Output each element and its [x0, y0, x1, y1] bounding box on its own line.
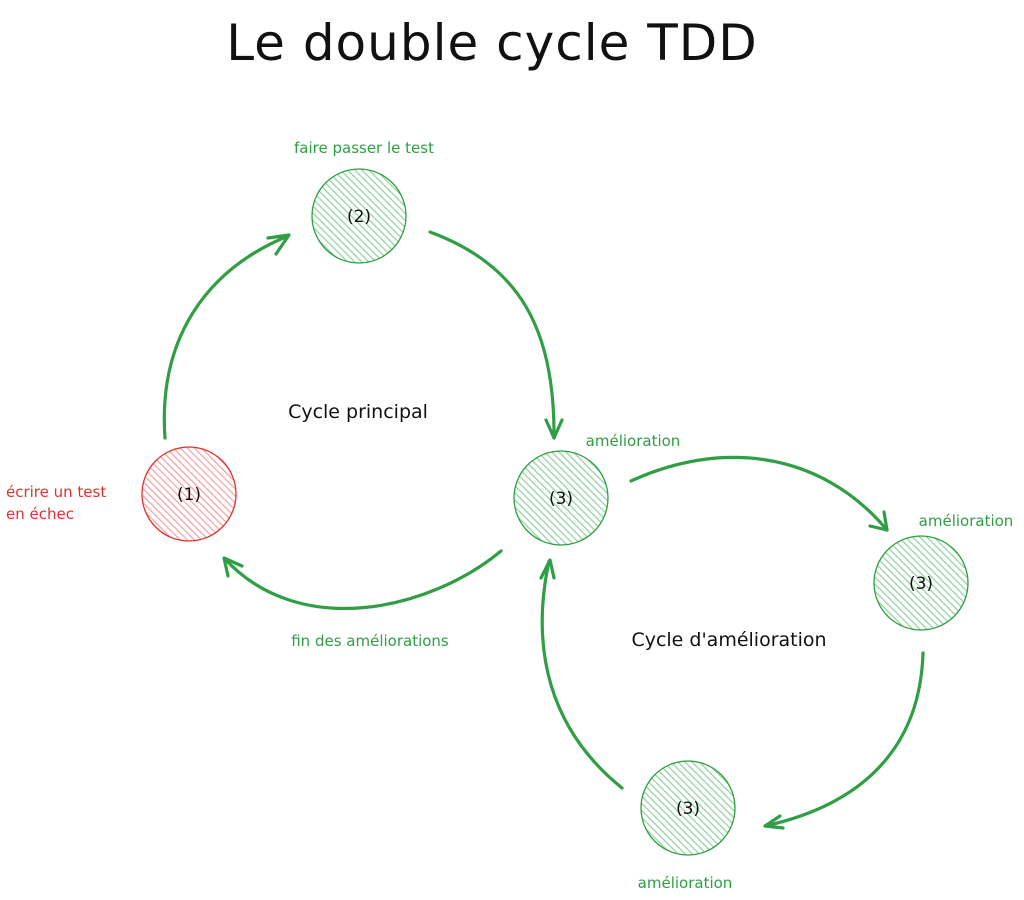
arrow-head-icon [266, 233, 291, 256]
improvement-cycle-label: Cycle d'amélioration [631, 629, 826, 651]
node-circle [640, 760, 736, 856]
main-cycle-label: Cycle principal [288, 401, 428, 423]
improvement-label-main: amélioration [586, 432, 681, 450]
arrow-1-to-2 [162, 233, 291, 440]
arrow-2-to-3 [428, 230, 564, 440]
improvement-label-right: amélioration [919, 512, 1014, 530]
arrow-path [763, 651, 925, 828]
write-failing-test-label-line2: en échec [6, 505, 74, 523]
improvement-label-bottom: amélioration [638, 874, 733, 892]
arrow-3-to-1 [222, 549, 503, 611]
arrow-path [223, 549, 503, 611]
node-3-improvement-right: (3) [873, 535, 969, 631]
node-label: (3) [909, 574, 933, 594]
node-2-make-test-pass: (2) [311, 168, 407, 264]
arrow-head-icon [539, 558, 556, 580]
node-3-improvement: (3) [513, 450, 609, 546]
arrow-head-icon [868, 510, 889, 532]
arrow-path [629, 455, 889, 532]
node-1-write-failing-test: (1) [141, 446, 237, 542]
arrow-3-to-3b [629, 455, 889, 532]
arrow-3c-to-3 [539, 558, 624, 790]
arrow-head-icon [544, 418, 564, 440]
node-label: (1) [177, 485, 201, 505]
node-label: (2) [347, 207, 371, 227]
arrow-path [428, 230, 556, 440]
arrow-head-icon [222, 556, 244, 578]
write-failing-test-label-line1: écrire un test [6, 483, 106, 501]
arrow-3b-to-3c [763, 651, 925, 830]
arrow-path [162, 234, 290, 440]
node-circle [873, 535, 969, 631]
node-circle [513, 450, 609, 546]
node-label: (3) [549, 489, 573, 509]
make-test-pass-label: faire passer le test [294, 139, 434, 157]
arrow-head-icon [763, 814, 785, 830]
end-of-improvements-label: fin des améliorations [291, 632, 449, 650]
diagram-title: Le double cycle TDD [226, 14, 758, 72]
arrow-path [540, 559, 624, 790]
node-circle [311, 168, 407, 264]
node-label: (3) [676, 799, 700, 819]
node-3-improvement-bottom: (3) [640, 760, 736, 856]
node-circle [141, 446, 237, 542]
